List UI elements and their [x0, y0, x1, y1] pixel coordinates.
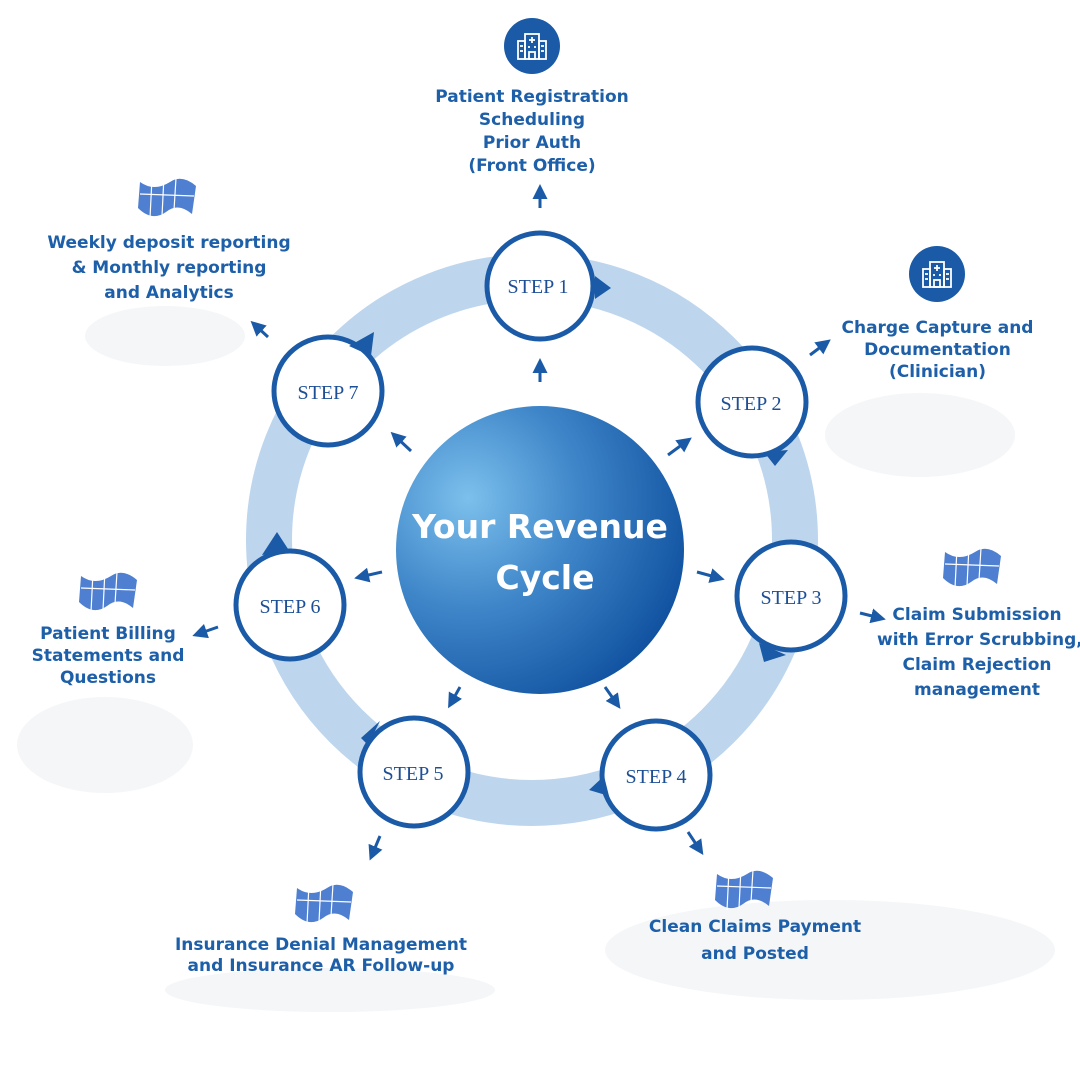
logo-wave-icon: [79, 569, 137, 613]
step-7-label: STEP 7: [298, 382, 359, 404]
caption-line: Questions: [59, 668, 157, 688]
center-title-line2: Cycle: [496, 558, 595, 597]
caption-line: and Insurance AR Follow-up: [187, 956, 455, 976]
caption-line: with Error Scrubbing,: [877, 630, 1080, 650]
outer-arrows: [192, 184, 886, 861]
center-circle: [396, 406, 684, 694]
flow-arrowhead: [589, 776, 609, 796]
caption-line: Insurance Denial Management: [174, 935, 468, 955]
caption-line: Charge Capture and: [841, 318, 1034, 338]
caption-step-4: Clean Claims Payment and Posted: [640, 914, 870, 968]
step-5-label: STEP 5: [383, 763, 444, 785]
hospital-building-icon: [909, 246, 965, 302]
step-3-label: STEP 3: [761, 587, 822, 609]
caption-line: Scheduling: [478, 110, 586, 130]
step-1-label: STEP 1: [508, 276, 569, 298]
inner-arrows: [354, 358, 725, 709]
caption-line: Claim Rejection: [902, 655, 1052, 675]
caption-line: management: [914, 680, 1040, 700]
caption-step-5: Insurance Denial Management and Insuranc…: [168, 935, 474, 977]
step-4-label: STEP 4: [626, 766, 687, 788]
caption-line: Patient Billing: [40, 624, 176, 644]
step-node-7: STEP 7: [271, 332, 385, 448]
caption-line: and Posted: [701, 944, 809, 964]
logo-wave-icon: [715, 867, 773, 911]
step-node-5: STEP 5: [357, 715, 471, 829]
step-node-6: STEP 6: [233, 532, 347, 662]
caption-step-3: Claim Submission with Error Scrubbing, C…: [877, 603, 1080, 703]
step-6-label: STEP 6: [260, 596, 321, 618]
step-node-1: STEP 1: [484, 230, 611, 342]
step-node-4: STEP 4: [589, 718, 713, 832]
caption-line: Prior Auth: [482, 133, 582, 153]
caption-step-7: Weekly deposit reporting & Monthly repor…: [44, 231, 294, 306]
caption-line: Statements and: [31, 646, 185, 666]
caption-line: Clean Claims Payment: [648, 917, 862, 937]
flow-arrowhead: [595, 276, 611, 299]
step-2-label: STEP 2: [721, 393, 782, 415]
logo-wave-icon: [943, 545, 1001, 589]
flow-arrowhead: [764, 450, 788, 466]
caption-shadows: [17, 306, 1055, 1012]
caption-line: Documentation: [864, 340, 1011, 360]
caption-step-6: Patient Billing Statements and Questions: [28, 623, 188, 689]
caption-line: & Monthly reporting: [71, 258, 267, 278]
step-node-2: STEP 2: [695, 345, 809, 466]
caption-line: Weekly deposit reporting: [47, 233, 291, 253]
caption-line: (Clinician): [888, 362, 987, 382]
caption-step-1: Patient Registration Scheduling Prior Au…: [432, 86, 632, 178]
hospital-building-icon: [504, 18, 560, 74]
flow-arrowhead: [349, 332, 374, 356]
step-node-3: STEP 3: [734, 539, 848, 662]
caption-step-2: Charge Capture and Documentation (Clinic…: [840, 317, 1035, 383]
caption-line: and Analytics: [104, 283, 234, 303]
flow-arrowhead: [361, 721, 380, 745]
logo-wave-icon: [138, 175, 196, 219]
flow-arrowhead: [759, 643, 786, 662]
caption-line: Patient Registration: [435, 87, 629, 107]
flow-arrowhead: [262, 532, 290, 555]
caption-line: (Front Office): [468, 156, 596, 176]
caption-line: Claim Submission: [892, 605, 1062, 625]
center-title-line1: Your Revenue: [411, 507, 668, 546]
logo-wave-icon: [295, 881, 353, 925]
